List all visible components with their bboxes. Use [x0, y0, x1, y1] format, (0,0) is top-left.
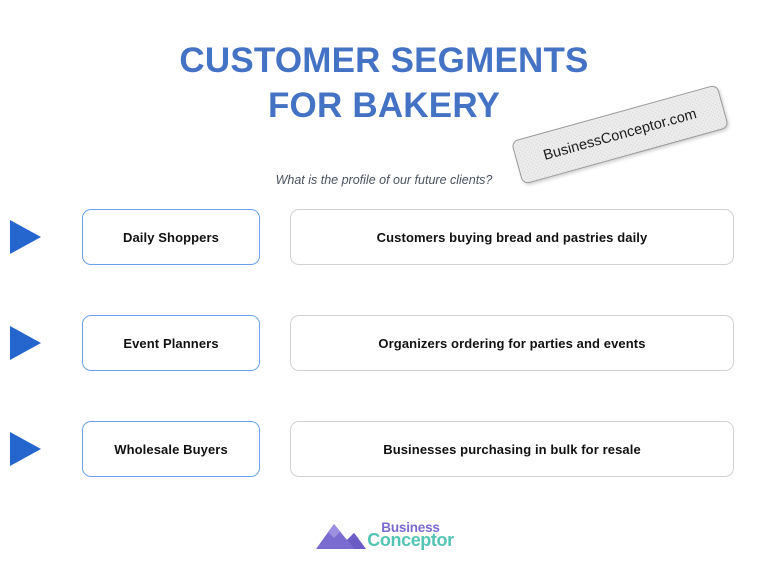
- description-label: Organizers ordering for parties and even…: [378, 335, 646, 351]
- segment-label: Daily Shoppers: [122, 229, 220, 245]
- segment-box[interactable]: Wholesale Buyers: [82, 421, 260, 477]
- page-title-line-1: CUSTOMER SEGMENTS: [179, 41, 589, 80]
- segment-box[interactable]: Daily Shoppers: [82, 209, 260, 265]
- description-box[interactable]: Businesses purchasing in bulk for resale: [290, 421, 734, 477]
- segment-box[interactable]: Event Planners: [82, 315, 260, 371]
- play-triangle-icon: [10, 326, 41, 360]
- segment-label: Event Planners: [123, 335, 219, 351]
- description-label: Businesses purchasing in bulk for resale: [383, 441, 641, 457]
- segment-row: Wholesale Buyers Businesses purchasing i…: [0, 421, 768, 477]
- brand-logo: Business Conceptor: [0, 512, 768, 558]
- mountain-logo-icon: [316, 524, 367, 549]
- description-box[interactable]: Organizers ordering for parties and even…: [290, 315, 734, 371]
- segment-label: Wholesale Buyers: [114, 441, 228, 457]
- page-title: CUSTOMER SEGMENTS FOR BAKERY: [0, 38, 768, 128]
- description-box[interactable]: Customers buying bread and pastries dail…: [290, 209, 734, 265]
- segment-row: Daily Shoppers Customers buying bread an…: [0, 209, 768, 265]
- page-subtitle: What is the profile of our future client…: [275, 173, 493, 187]
- play-triangle-icon: [10, 432, 41, 466]
- brand-logo-wrap: Business Conceptor: [314, 515, 454, 555]
- description-label: Customers buying bread and pastries dail…: [376, 229, 648, 245]
- brand-logo-word-conceptor: Conceptor: [367, 530, 454, 551]
- page-title-line-2: FOR BAKERY: [267, 86, 501, 125]
- brand-logo-word-business: Business: [381, 519, 440, 535]
- brand-logo-words: Business Conceptor: [367, 519, 454, 551]
- segment-row: Event Planners Organizers ordering for p…: [0, 315, 768, 371]
- play-triangle-icon: [10, 220, 41, 254]
